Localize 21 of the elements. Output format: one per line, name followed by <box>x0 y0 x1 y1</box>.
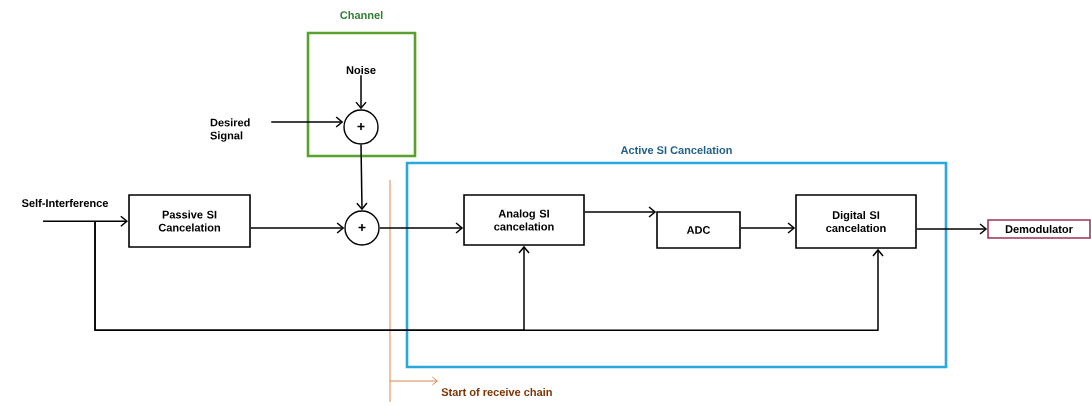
input-label: Self-Interference <box>21 198 109 208</box>
arrow <box>378 222 464 234</box>
note-label: Start of receive chain <box>441 387 552 397</box>
arrow <box>356 143 368 211</box>
process-box: Passive SI Cancelation <box>128 194 251 248</box>
arrow <box>916 223 988 235</box>
arrow <box>740 222 796 234</box>
input-label: Desired Signal <box>210 118 250 142</box>
arrow <box>584 206 657 218</box>
node-label: Active SI Cancelation <box>620 145 732 155</box>
process-box: Analog SI cancelation <box>463 194 585 246</box>
demodulator-box: Demodulator <box>987 219 1091 239</box>
arrow <box>250 222 345 234</box>
process-box: ADC <box>656 211 741 249</box>
arrow <box>94 220 884 331</box>
node-label: Channel <box>340 10 383 20</box>
arrow <box>42 215 128 227</box>
process-box: Digital SI cancelation <box>795 194 917 249</box>
noise-label: Noise <box>346 65 376 75</box>
arrow <box>270 116 344 128</box>
arrow <box>355 74 367 110</box>
